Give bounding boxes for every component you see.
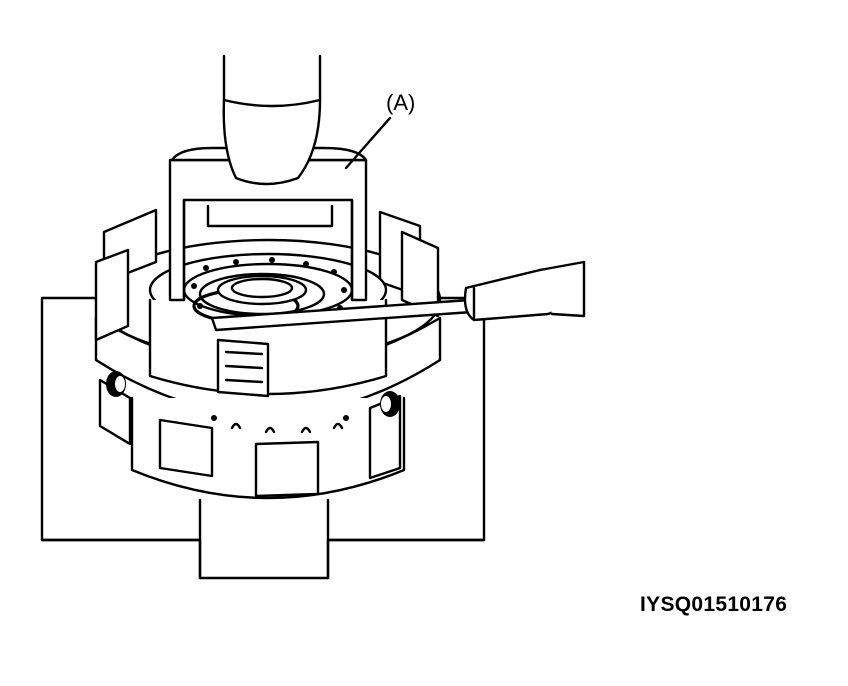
figure-code: IYSQ01510176 [640,593,787,616]
screwdriver [210,260,586,332]
callout-a-label: (A) [386,90,415,115]
inner-hub [148,252,388,398]
callout-leader [344,116,392,170]
press-ram [222,54,322,186]
